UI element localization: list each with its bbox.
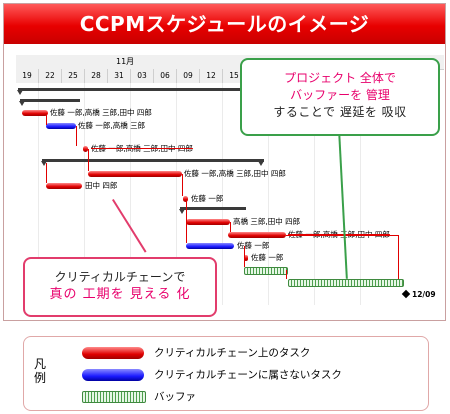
date-tick: 25: [62, 69, 85, 83]
task-label: 佐藤 一郎,高橋 三郎,田中 四郎: [50, 108, 152, 117]
non-critical-task-bar: [46, 123, 76, 129]
milestone-marker: [401, 289, 411, 299]
date-tick: 22: [39, 69, 62, 83]
summary-bar: [180, 207, 246, 210]
critical-chain-callout: クリティカルチェーンで 真の 工期を 見える 化: [23, 257, 217, 317]
callout-line: 真の 工期を 見える 化: [49, 287, 191, 302]
dependency-line: [88, 149, 89, 171]
legend: 凡例 クリティカルチェーン上のタスク クリティカルチェーンに属さないタスク バッ…: [23, 336, 429, 411]
page-title: CCPMスケジュールのイメージ: [4, 4, 445, 44]
critical-task-bar: [244, 255, 248, 261]
dependency-line: [286, 235, 398, 236]
buffer-callout: プロジェクト 全体で バッファーを 管理 することで 遅延を 吸収: [240, 58, 440, 136]
grid-line: [38, 83, 39, 305]
grid-line: [314, 83, 315, 305]
critical-task-bar: [22, 110, 48, 116]
task-label: 佐藤 一郎: [191, 194, 224, 203]
critical-task-bar: [183, 196, 188, 202]
summary-cap: [17, 90, 23, 95]
feeding-buffer-bar: [244, 267, 288, 275]
date-tick: 28: [85, 69, 108, 83]
legend-label: クリティカルチェーン上のタスク: [154, 347, 311, 359]
legend-label: バッファ: [154, 391, 196, 403]
summary-cap: [19, 101, 25, 106]
task-label: 佐藤 一郎: [237, 241, 270, 250]
schedule-panel: CCPMスケジュールのイメージ 11月 19 22 25 28 31 03 06…: [3, 3, 446, 321]
date-tick: 31: [108, 69, 131, 83]
grid-line: [222, 83, 223, 305]
critical-task-bar: [228, 232, 286, 238]
summary-cap: [258, 161, 264, 166]
grid-line: [84, 83, 85, 305]
critical-task-swatch: [82, 347, 144, 359]
task-label: 高橋 三郎,田中 四郎: [233, 217, 301, 226]
summary-bar: [20, 99, 80, 102]
legend-title: 凡例: [33, 357, 46, 385]
dependency-line: [46, 113, 47, 125]
grid-line: [268, 83, 269, 305]
summary-bar: [18, 88, 416, 91]
critical-task-bar: [83, 146, 88, 152]
month-label: 11月: [116, 57, 135, 66]
dependency-line: [46, 163, 47, 183]
grid-line: [360, 83, 361, 305]
callout-line: クリティカルチェーンで: [54, 270, 186, 284]
callout-line: することで 遅延を 吸収: [273, 105, 407, 119]
critical-task-bar: [46, 183, 82, 189]
critical-task-bar: [186, 219, 230, 225]
grid-line: [130, 83, 131, 305]
task-label: 佐藤 一郎: [251, 253, 284, 262]
non-critical-task-bar: [186, 243, 234, 249]
dependency-line: [76, 126, 77, 146]
end-date-label: 12/09: [412, 290, 436, 299]
dependency-line: [182, 174, 183, 196]
task-label: 佐藤 一郎,高橋 三郎,田中 四郎: [184, 169, 286, 178]
task-label: 田中 四郎: [85, 181, 118, 190]
dependency-line: [186, 199, 187, 243]
date-tick: 19: [16, 69, 39, 83]
buffer-swatch: [82, 391, 146, 403]
dependency-line: [244, 246, 245, 267]
task-label: 佐藤 一郎,高橋 三郎,田中 四郎: [91, 144, 193, 153]
task-label: 佐藤 一郎,高橋 三郎,田中 四郎: [288, 230, 390, 239]
date-tick: 06: [154, 69, 177, 83]
dependency-line: [230, 222, 231, 232]
summary-bar: [42, 159, 264, 162]
project-buffer-bar: [288, 279, 404, 287]
grid-line: [176, 83, 177, 305]
callout-line: バッファーを 管理: [290, 88, 390, 102]
callout-line: プロジェクト 全体で: [284, 71, 396, 85]
non-critical-task-swatch: [82, 369, 144, 381]
dependency-line: [286, 270, 287, 279]
date-tick: 12: [200, 69, 223, 83]
date-tick: 09: [177, 69, 200, 83]
summary-cap: [179, 209, 185, 214]
critical-task-bar: [88, 171, 182, 177]
date-tick: 03: [131, 69, 154, 83]
dependency-line: [398, 235, 399, 279]
task-label: 佐藤 一郎,高橋 三郎: [78, 121, 146, 130]
summary-cap: [41, 161, 47, 166]
legend-label: クリティカルチェーンに属さないタスク: [154, 369, 342, 381]
